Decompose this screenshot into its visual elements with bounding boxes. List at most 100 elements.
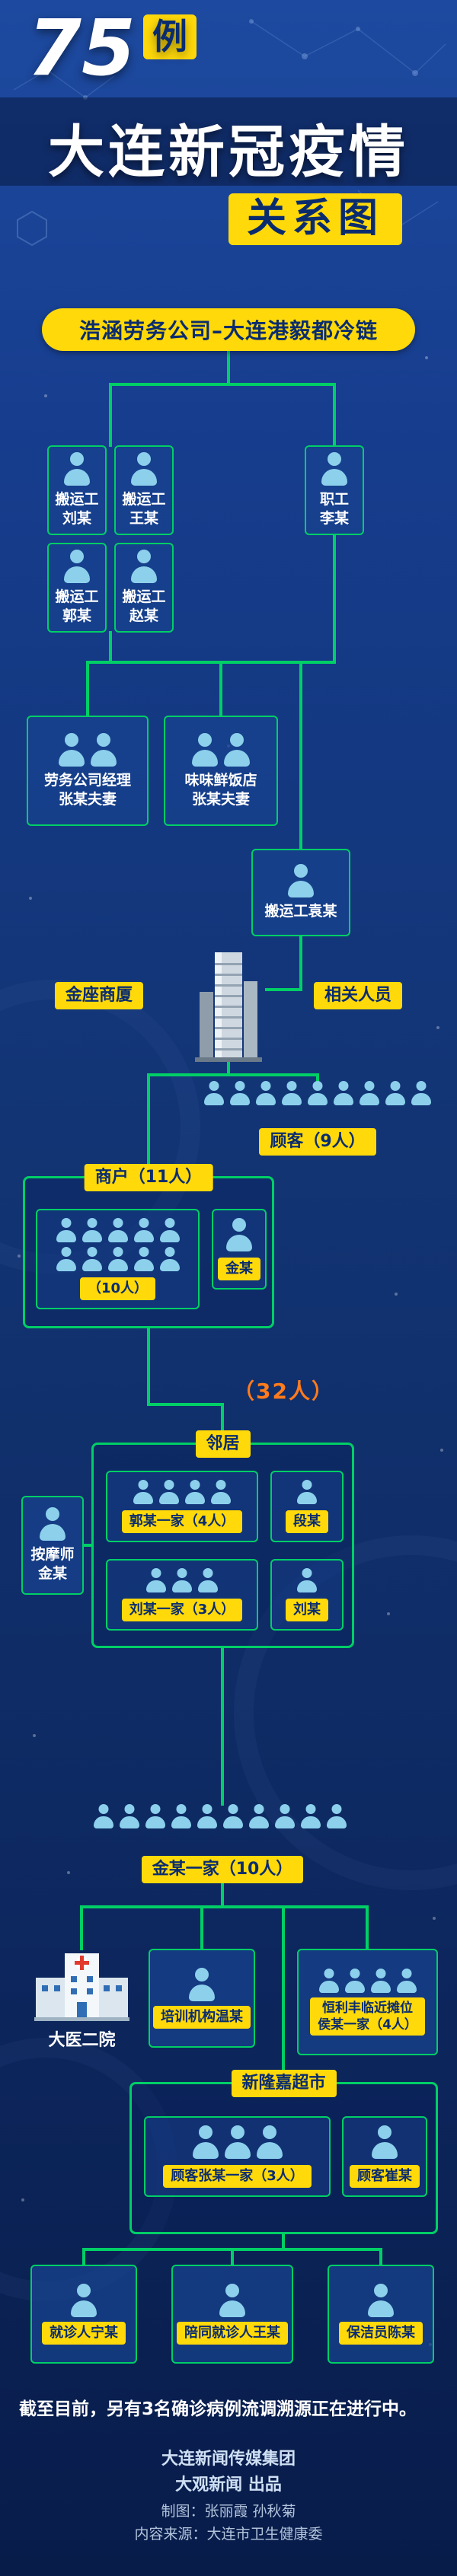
case-count-number: 75 (27, 3, 136, 94)
cleaner-chen-label: 保洁员陈某 (339, 2322, 423, 2345)
neighbor-liu-family-cell: 刘某一家（3人） (106, 1559, 258, 1631)
person-icon (130, 550, 158, 583)
person-icons (63, 452, 91, 486)
title-band (0, 97, 457, 186)
person-icon (39, 1507, 66, 1541)
person-icons (321, 452, 348, 486)
jinzuo-building-label: 金座商厦 (54, 982, 143, 1009)
node-porter-guo: 搬运工郭某 (47, 543, 107, 633)
person-icon (107, 1218, 129, 1242)
footer-media-group: 大连新闻传媒集团 (161, 2450, 296, 2469)
node-label: 搬运工赵某 (122, 588, 166, 624)
case-count-unit: 例 (142, 14, 197, 59)
person-icons (371, 2125, 398, 2159)
company-banner: 浩涵劳务公司–大连港毅都冷链 (42, 308, 415, 351)
node-porter-liu: 搬运工刘某 (47, 445, 107, 535)
person-icon (229, 1081, 251, 1105)
person-icon (159, 1218, 181, 1242)
neighbor-guo-family-label: 郭某一家（4人） (121, 1510, 243, 1533)
person-icons (225, 1218, 253, 1251)
person-icons (192, 2125, 283, 2159)
person-icon (171, 1568, 193, 1592)
person-icon (159, 1247, 181, 1271)
person-icon (145, 1568, 167, 1592)
person-icon (188, 1968, 216, 2001)
node-label: 职工李某 (319, 491, 349, 527)
person-icon (359, 1081, 380, 1105)
merchant-jin-label: 金某 (218, 1258, 260, 1280)
person-icon (318, 1969, 340, 1993)
node-label: 劳务公司经理张某夫妻 (43, 771, 131, 808)
building-left-label-wrap: 金座商厦 (46, 982, 152, 1009)
person-icon (396, 1969, 417, 1993)
neighbors-box: 邻居 郭某一家（4人） 段某 刘某一家（3人） 刘某 (91, 1430, 354, 1648)
person-icons (51, 1218, 185, 1271)
person-icon (370, 1969, 391, 1993)
person-icon (326, 1804, 347, 1828)
person-icon (171, 1804, 192, 1828)
footer-credits: 制图：张丽霞 孙秋菊 (161, 2503, 296, 2520)
node-porter-wang: 搬运工王某 (114, 445, 174, 535)
person-icon (56, 1247, 77, 1271)
neighbors-title: 邻居 (195, 1430, 251, 1458)
person-icon (90, 733, 117, 767)
node-label: 搬运工郭某 (55, 588, 99, 624)
person-icon (219, 2284, 246, 2317)
person-icon (344, 1969, 366, 1993)
node-label: 搬运工袁某 (264, 903, 337, 920)
person-icons (287, 864, 315, 897)
node-porter-zhao: 搬运工赵某 (114, 543, 174, 633)
neighbor-duan-cell: 段某 (270, 1471, 344, 1542)
person-icon (274, 1804, 296, 1828)
supermarket-box: 新隆嘉超市 顾客张某一家（3人） 顾客崔某 (129, 2070, 438, 2234)
person-icon (255, 1081, 276, 1105)
hospital-label: 大医二院 (48, 2031, 116, 2050)
neighbor-liu-family-label: 刘某一家（3人） (121, 1599, 243, 1621)
node-stall-hou-family: 恒利丰临近摊位侯某一家（4人） (297, 1949, 438, 2055)
node-label: 味味鲜饭店张某夫妻 (184, 771, 257, 808)
person-icons (133, 1480, 232, 1504)
person-icon (119, 1804, 140, 1828)
customer-cui-label: 顾客崔某 (350, 2165, 420, 2188)
bridge-count-label: （32人） (233, 1379, 334, 1404)
person-icons (130, 550, 158, 583)
person-icon (197, 1804, 218, 1828)
neighbor-liu-cell: 刘某 (270, 1559, 344, 1631)
person-icon (367, 2284, 395, 2317)
person-icon (81, 1247, 103, 1271)
neighbors-title-wrap: 邻居 (195, 1430, 251, 1458)
node-label: 搬运工刘某 (55, 491, 99, 527)
person-icon (184, 1480, 206, 1504)
neighbor-guo-family-cell: 郭某一家（4人） (106, 1471, 258, 1542)
person-icon (192, 2125, 219, 2159)
person-icons (58, 733, 117, 767)
node-manager-couple: 劳务公司经理张某夫妻 (27, 716, 149, 826)
person-icon (300, 1804, 321, 1828)
person-icon (56, 1218, 77, 1242)
page-title: 大连新冠疫情 (48, 120, 409, 185)
person-icon (93, 1804, 114, 1828)
jin-family-label: 金某一家（10人） (141, 1856, 304, 1883)
person-icons (70, 2284, 97, 2317)
person-icon (203, 1081, 225, 1105)
person-icon (81, 1218, 103, 1242)
neighbor-liu-label: 刘某 (286, 1599, 328, 1621)
footer-producer: 大观新闻 出品 (175, 2476, 282, 2495)
footer-source: 内容来源：大连市卫生健康委 (134, 2526, 323, 2543)
person-icon (371, 2125, 398, 2159)
person-icon (191, 733, 219, 767)
customer-zhang-family-cell: 顾客张某一家（3人） (144, 2116, 331, 2197)
merchants-title-wrap: 商户（11人） (84, 1164, 213, 1191)
person-icon (296, 1480, 318, 1504)
customer-cui-cell: 顾客崔某 (342, 2116, 427, 2197)
node-cleaner-chen: 保洁员陈某 (328, 2265, 434, 2364)
person-icon (296, 1568, 318, 1592)
node-label: 搬运工王某 (122, 491, 166, 527)
node-porter-yuan: 搬运工袁某 (251, 849, 350, 936)
patient-ning-label: 就诊人宁某 (42, 2322, 126, 2345)
person-icon (63, 452, 91, 486)
person-icon (197, 1568, 219, 1592)
person-icon (70, 2284, 97, 2317)
